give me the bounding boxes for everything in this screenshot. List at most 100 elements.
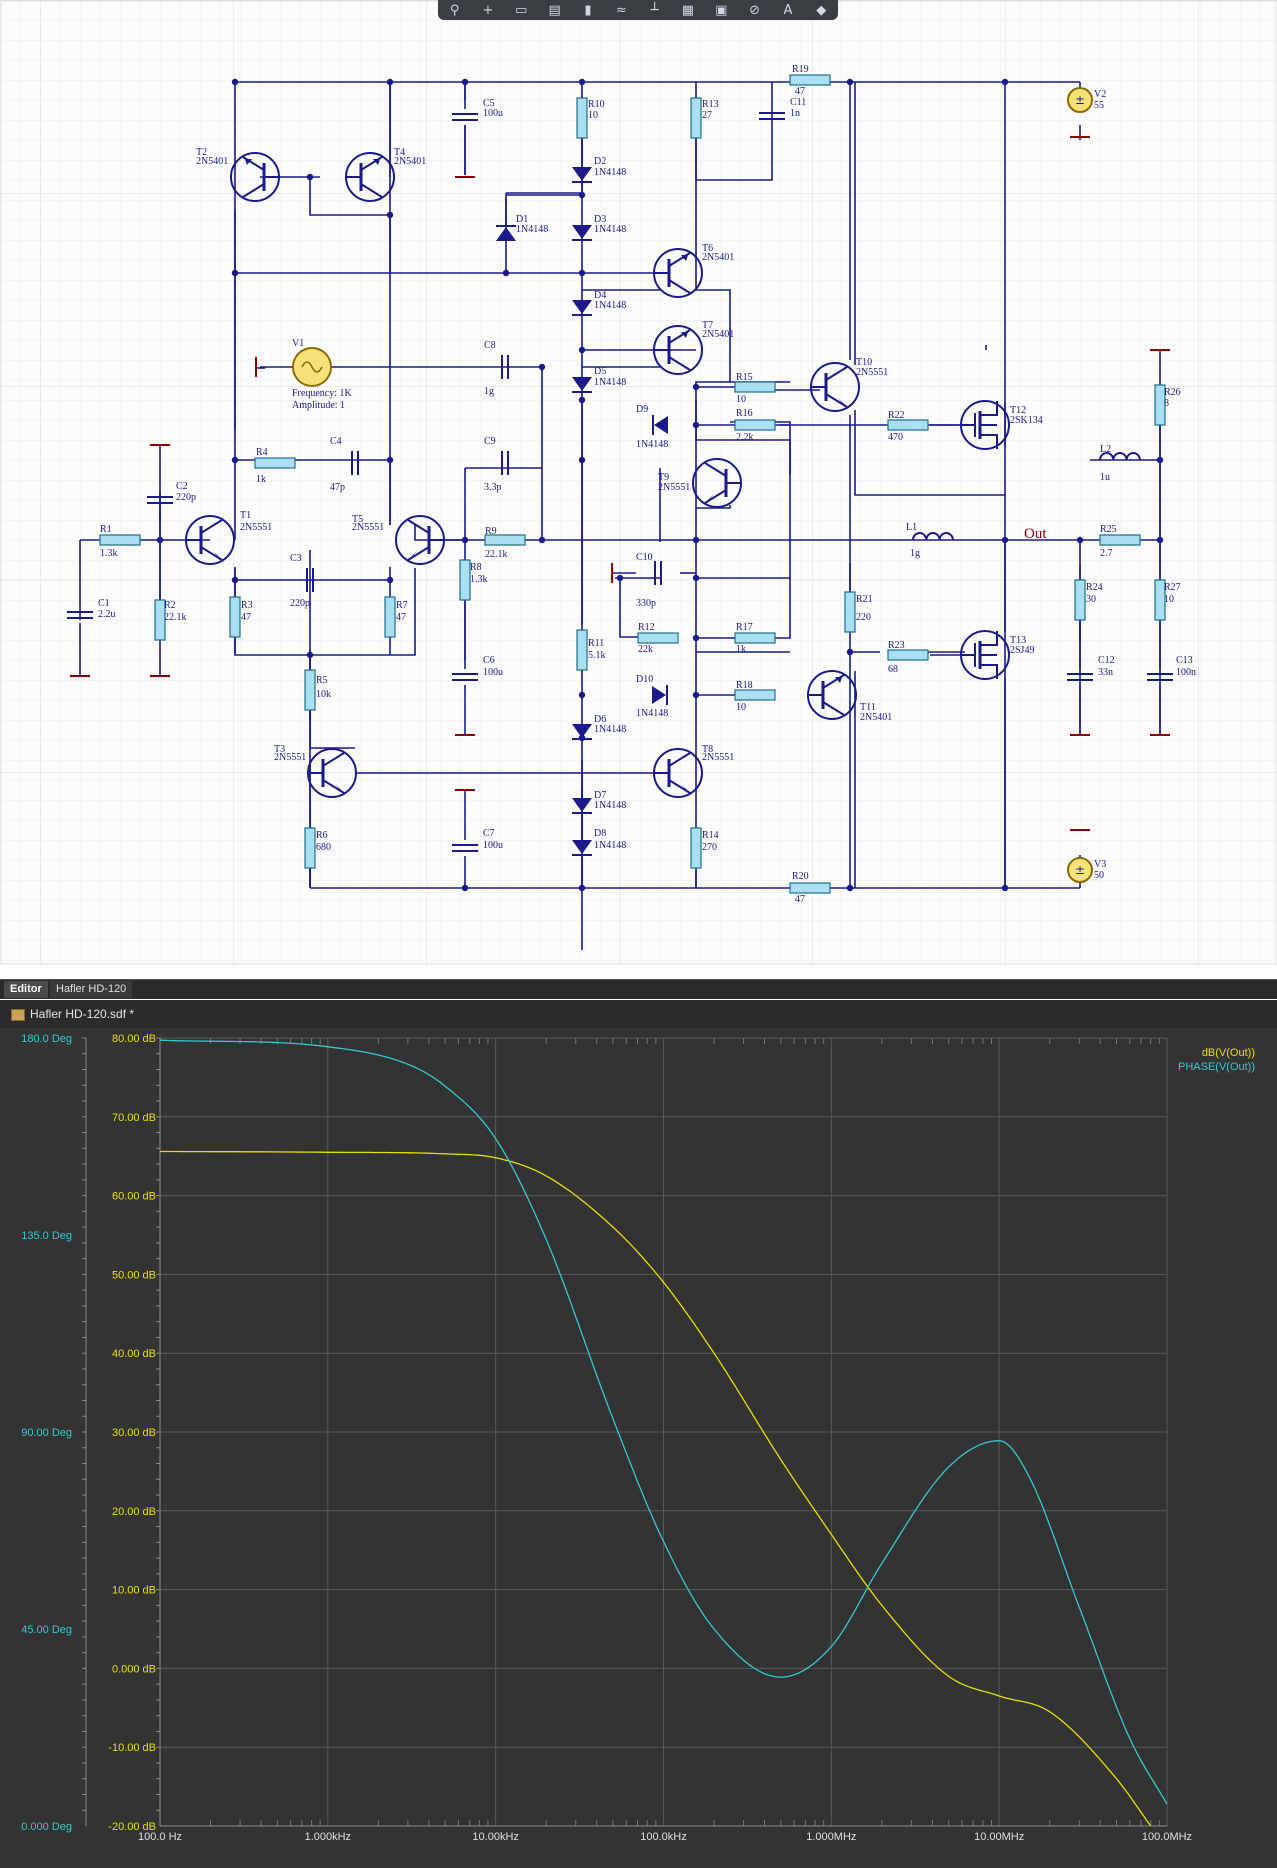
voltage-source-v2[interactable]: ±	[1067, 87, 1093, 113]
add-wire-icon[interactable]: +	[482, 2, 494, 18]
db-tick-label: 60.00 dB	[112, 1191, 156, 1203]
resistor-r25[interactable]	[1099, 534, 1141, 546]
resistor-r14[interactable]	[690, 827, 702, 869]
mosfet-t12[interactable]	[960, 400, 1010, 450]
capacitor-c10[interactable]	[654, 561, 662, 585]
inductor-l1[interactable]	[912, 532, 954, 541]
diode-d7[interactable]	[572, 798, 592, 814]
capacitor-c7[interactable]	[452, 844, 478, 852]
label-r18: R18	[736, 680, 753, 691]
inductor-l2[interactable]	[1099, 452, 1141, 461]
schematic-canvas[interactable]: ±± T22N5401T42N5401C5100uR1010R1327C111n…	[0, 0, 1277, 965]
diode-d5[interactable]	[572, 377, 592, 393]
transistor-t2[interactable]	[230, 152, 280, 202]
capacitor-c9[interactable]	[501, 451, 509, 475]
rectangle-icon[interactable]: ▭	[515, 2, 528, 18]
value-r1: 1.3k	[100, 548, 118, 559]
chip-icon[interactable]: ▦	[681, 2, 695, 18]
document-tab-strip: Hafler HD-120.sdf *	[0, 1000, 1277, 1028]
probe-icon[interactable]: ▤	[548, 2, 561, 18]
value-c7: 100u	[483, 840, 503, 851]
document-tab-title[interactable]: Hafler HD-120.sdf *	[30, 1007, 135, 1021]
resistor-r15[interactable]	[734, 381, 776, 393]
capacitor-c8[interactable]	[501, 355, 509, 379]
transistor-t10[interactable]	[810, 362, 860, 412]
resistor-r17[interactable]	[734, 632, 776, 644]
ac-source-v1[interactable]	[292, 347, 332, 387]
resistor-r20[interactable]	[789, 882, 831, 894]
label-r25: R25	[1100, 524, 1117, 535]
resistor-r10[interactable]	[576, 97, 588, 139]
resistor-r16[interactable]	[734, 419, 776, 431]
diode-d8[interactable]	[572, 840, 592, 856]
bus-icon[interactable]: ≈	[615, 2, 627, 18]
label-r1: R1	[100, 524, 112, 535]
tab-editor[interactable]: Editor	[4, 981, 48, 998]
document-icon	[11, 1009, 25, 1021]
resistor-r23[interactable]	[887, 649, 929, 661]
resistor-r27[interactable]	[1154, 579, 1166, 621]
resistor-r22[interactable]	[887, 419, 929, 431]
resistor-r24[interactable]	[1074, 579, 1086, 621]
db-tick-label: 30.00 dB	[112, 1427, 156, 1439]
resistor-r8[interactable]	[459, 559, 471, 601]
resistor-r7[interactable]	[384, 596, 396, 638]
capacitor-c6[interactable]	[452, 673, 478, 681]
port-icon[interactable]: ▣	[715, 2, 728, 18]
value-r26: 8	[1164, 398, 1169, 409]
mosfet-t13[interactable]	[960, 630, 1010, 680]
transistor-t4[interactable]	[345, 152, 395, 202]
resistor-r2[interactable]	[154, 599, 166, 641]
resistor-r21[interactable]	[844, 591, 856, 633]
filter-icon[interactable]: ⚲	[449, 2, 460, 18]
diode-d1[interactable]	[496, 225, 516, 241]
diode-d9[interactable]	[652, 415, 668, 435]
capacitor-c2[interactable]	[147, 496, 173, 504]
power-icon[interactable]: ┴	[650, 2, 659, 18]
resistor-r5[interactable]	[304, 669, 316, 711]
tab-hafler-hd-120[interactable]: Hafler HD-120	[50, 981, 133, 998]
value-r24: 30	[1086, 594, 1096, 605]
resistor-r13[interactable]	[690, 97, 702, 139]
capacitor-c11[interactable]	[759, 112, 785, 120]
label-r21: R21	[856, 594, 873, 605]
transistor-t11[interactable]	[807, 670, 857, 720]
transistor-t7[interactable]	[653, 325, 703, 375]
capacitor-c5[interactable]	[452, 113, 478, 121]
db-tick-label: 70.00 dB	[112, 1112, 156, 1124]
component-icon[interactable]: ▮	[584, 2, 592, 18]
capacitor-c3[interactable]	[306, 568, 314, 592]
transistor-t1[interactable]	[185, 515, 235, 565]
resistor-r6[interactable]	[304, 827, 316, 869]
warning-icon[interactable]: ⊘	[749, 2, 761, 18]
resistor-r19[interactable]	[789, 74, 831, 86]
voltage-source-v3[interactable]: ±	[1067, 857, 1093, 883]
resistor-r9[interactable]	[484, 534, 526, 546]
resistor-r4[interactable]	[254, 457, 296, 469]
diode-d10[interactable]	[652, 685, 668, 705]
resistor-r11[interactable]	[576, 629, 588, 671]
marker-icon[interactable]: ◆	[816, 2, 827, 18]
diode-d3[interactable]	[572, 225, 592, 241]
resistor-r3[interactable]	[229, 596, 241, 638]
resistor-r26[interactable]	[1154, 384, 1166, 426]
transistor-t6[interactable]	[653, 248, 703, 298]
resistor-r18[interactable]	[734, 689, 776, 701]
label-r5: R5	[316, 675, 328, 686]
diode-d4[interactable]	[572, 300, 592, 316]
diode-d2[interactable]	[572, 167, 592, 183]
transistor-t3[interactable]	[307, 748, 357, 798]
capacitor-c13[interactable]	[1147, 673, 1173, 681]
transistor-t9[interactable]	[692, 458, 742, 508]
transistor-t5[interactable]	[395, 515, 445, 565]
transistor-t8[interactable]	[653, 748, 703, 798]
capacitor-c12[interactable]	[1067, 673, 1093, 681]
text-icon[interactable]: A	[783, 2, 793, 18]
label-r24: R24	[1086, 582, 1103, 593]
capacitor-c1[interactable]	[67, 611, 93, 619]
resistor-r12[interactable]	[637, 632, 679, 644]
resistor-r1[interactable]	[99, 534, 141, 546]
label-d4: D4	[594, 290, 606, 301]
capacitor-c4[interactable]	[351, 451, 359, 475]
